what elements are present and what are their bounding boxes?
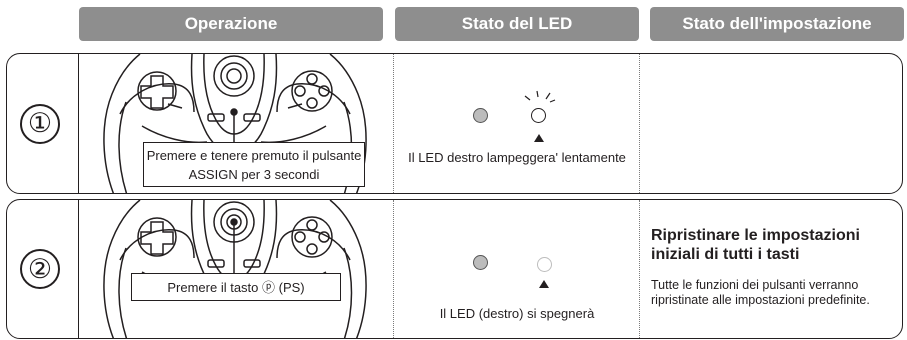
step-row-1: ① [6, 53, 903, 194]
led-description: Il LED (destro) si spegnerà [439, 306, 595, 321]
led-description: Il LED destro lampeggera' lentamente [408, 150, 626, 165]
column-divider [639, 54, 640, 193]
setting-description: Tutte le funzioni dei pulsanti verranno … [651, 278, 870, 307]
step-row-2: ② Pr [6, 199, 903, 339]
controller-drawing [103, 200, 367, 338]
header-setting-state: Stato dell'impostazione [650, 7, 904, 41]
step-number: ① [20, 103, 60, 144]
column-divider [393, 54, 394, 193]
right-led-unlit [537, 257, 552, 272]
step-number-cell: ① [7, 54, 79, 193]
step-number: ② [20, 249, 60, 289]
operation-instruction: Premere il tasto ⓟ (PS) [131, 273, 341, 301]
header-operation: Operazione [79, 7, 383, 41]
blink-rays-icon [524, 90, 556, 103]
setting-title: Ripristinare le impostazioni iniziali di… [651, 227, 860, 263]
header-led-state: Stato del LED [395, 7, 639, 41]
step-number-cell: ② [7, 200, 79, 338]
led-pointer-icon [534, 134, 544, 142]
left-led-off [473, 255, 488, 270]
controller-illustration: Premere e tenere premuto il pulsante ASS… [82, 54, 387, 193]
column-divider [639, 200, 640, 338]
operation-instruction: Premere e tenere premuto il pulsante ASS… [143, 142, 365, 187]
controller-drawing [103, 54, 367, 193]
column-divider [393, 200, 394, 338]
left-led-off [473, 108, 488, 123]
right-led-blinking [531, 108, 546, 123]
led-pointer-icon [539, 280, 549, 288]
controller-illustration: Premere il tasto ⓟ (PS) [82, 200, 387, 338]
